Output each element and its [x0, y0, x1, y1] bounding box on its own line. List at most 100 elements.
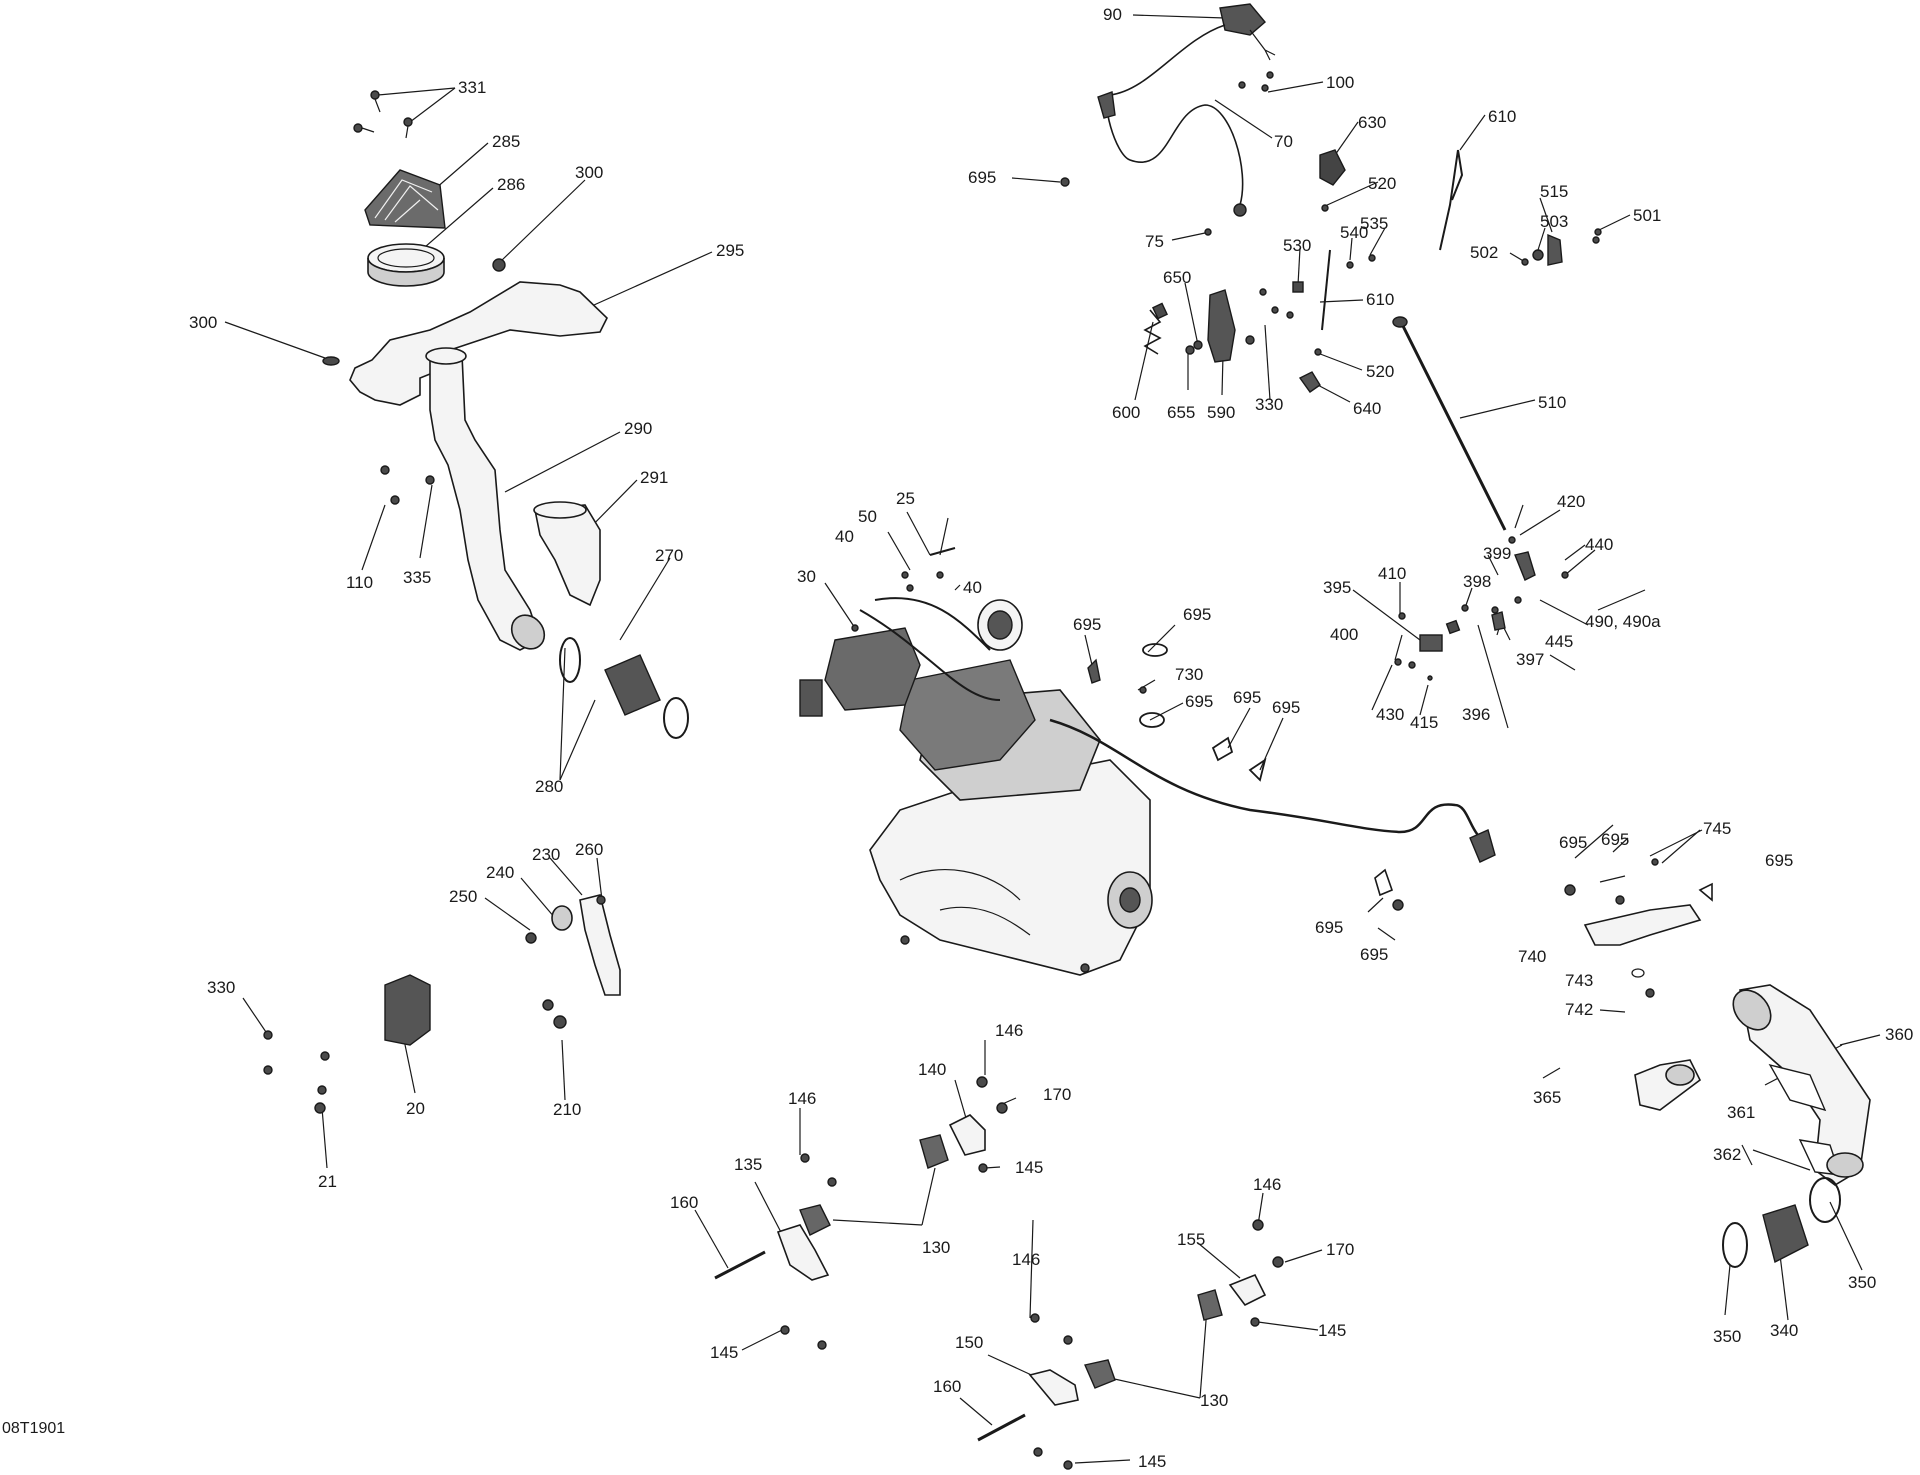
callout-360: 360: [1885, 1025, 1913, 1044]
callout-350-left: 350: [1713, 1327, 1741, 1346]
callout-21: 21: [318, 1172, 337, 1191]
bolt-146-b-part: [1252, 1219, 1264, 1231]
bolt-330-left-part: [263, 1030, 273, 1040]
part-445: [1514, 596, 1522, 604]
screw-695-top-part: [1060, 177, 1070, 187]
part-640: [1298, 371, 1321, 393]
callout-695-a: 695: [1073, 615, 1101, 634]
callout-640: 640: [1353, 399, 1381, 418]
part-520-upper: [1321, 204, 1329, 212]
part-420: [1508, 536, 1516, 544]
clamp-280-b-part: [663, 697, 689, 739]
part-75: [1204, 228, 1212, 236]
callout-490: 490, 490a: [1585, 612, 1661, 631]
part-630: [1319, 149, 1346, 186]
filter-cover-285-part: [364, 169, 446, 229]
callout-430: 430: [1376, 705, 1404, 724]
part-655: [1185, 345, 1195, 355]
callout-695-c: 695: [1185, 692, 1213, 711]
callout-695-f: 695: [1315, 918, 1343, 937]
plate-295-part: [349, 281, 608, 406]
callout-730: 730: [1175, 665, 1203, 684]
callout-362: 362: [1713, 1145, 1741, 1164]
callout-630: 630: [1358, 113, 1386, 132]
mount-20-part: [384, 974, 431, 1046]
callout-650: 650: [1163, 268, 1191, 287]
callout-365: 365: [1533, 1088, 1561, 1107]
part-397: [1491, 611, 1506, 631]
bracket-140-part: [948, 1114, 986, 1156]
rod-510-part: [1398, 319, 1507, 531]
callout-330-mid: 330: [1255, 395, 1283, 414]
callout-396: 396: [1462, 705, 1490, 724]
mount-130-d-part: [1084, 1359, 1116, 1389]
callout-695-b: 695: [1183, 605, 1211, 624]
arm-230-part: [579, 894, 621, 996]
callout-610-right: 610: [1488, 107, 1516, 126]
callout-150: 150: [955, 1333, 983, 1352]
callout-530: 530: [1283, 236, 1311, 255]
rod-610-mid-part: [1321, 249, 1331, 331]
drawing-number: 08T1901: [2, 1420, 65, 1437]
callout-410: 410: [1378, 564, 1406, 583]
callout-415: 415: [1410, 713, 1438, 732]
callout-501: 501: [1633, 206, 1661, 225]
clip-300-left-part: [322, 356, 340, 366]
lever-610-right-part: [1439, 149, 1464, 251]
callout-130-a: 130: [922, 1238, 950, 1257]
screw-742-part: [1645, 988, 1655, 998]
callout-695-d: 695: [1233, 688, 1261, 707]
nut-170-a-part: [996, 1102, 1008, 1114]
callout-270: 270: [655, 546, 683, 565]
clamp-280-a-part: [559, 637, 581, 683]
harness-cable-part: [1049, 718, 1491, 844]
bracket-395-part: [1419, 634, 1443, 652]
callout-285: 285: [492, 132, 520, 151]
bracket-515-part: [1547, 233, 1563, 266]
callout-146-b: 146: [788, 1089, 816, 1108]
callout-330-left: 330: [207, 978, 235, 997]
callout-145-a: 145: [1015, 1158, 1043, 1177]
part-530: [1292, 281, 1304, 293]
callout-230: 230: [532, 845, 560, 864]
callout-70: 70: [1274, 132, 1293, 151]
tube-291-part: [534, 504, 601, 607]
callout-695-i: 695: [1601, 830, 1629, 849]
bracket-135-part: [776, 1224, 830, 1281]
pin-40-part: [906, 584, 914, 592]
callout-440: 440: [1585, 535, 1613, 554]
callout-140: 140: [918, 1060, 946, 1079]
callout-300-left: 300: [189, 313, 217, 332]
bolt-160-b-part: [977, 1413, 1026, 1442]
callout-420: 420: [1557, 492, 1585, 511]
coupler-340-part: [1762, 1204, 1809, 1264]
cable-70-part: [1106, 24, 1244, 206]
spring-600-part: [1143, 309, 1162, 355]
nut-260-part: [596, 895, 606, 905]
screw-331-part: [353, 90, 413, 139]
callout-25: 25: [896, 489, 915, 508]
callout-30: 30: [797, 567, 816, 586]
callout-100: 100: [1326, 73, 1354, 92]
clamp-350-a-part: [1722, 1222, 1748, 1268]
part-415: [1427, 675, 1433, 681]
callout-240: 240: [486, 863, 514, 882]
callout-90: 90: [1103, 5, 1122, 24]
part-graphics: [263, 3, 1871, 1470]
callout-335: 335: [403, 568, 431, 587]
bracket-740-part: [1583, 904, 1702, 946]
callout-145-c: 145: [710, 1343, 738, 1362]
callout-40-lower: 40: [963, 578, 982, 597]
screw-110-part: [380, 465, 390, 475]
mount-130-b-part: [799, 1204, 831, 1236]
callout-520-upper: 520: [1368, 174, 1396, 193]
callout-520-lower: 520: [1366, 362, 1394, 381]
washer-335-part: [425, 475, 435, 485]
part-520-lower: [1314, 348, 1322, 356]
mount-130-a-part: [919, 1134, 949, 1169]
callout-20: 20: [406, 1099, 425, 1118]
callout-260: 260: [575, 840, 603, 859]
bolt-160-a-part: [714, 1250, 766, 1280]
tube-290-part: [429, 354, 541, 651]
callout-610-mid: 610: [1366, 290, 1394, 309]
